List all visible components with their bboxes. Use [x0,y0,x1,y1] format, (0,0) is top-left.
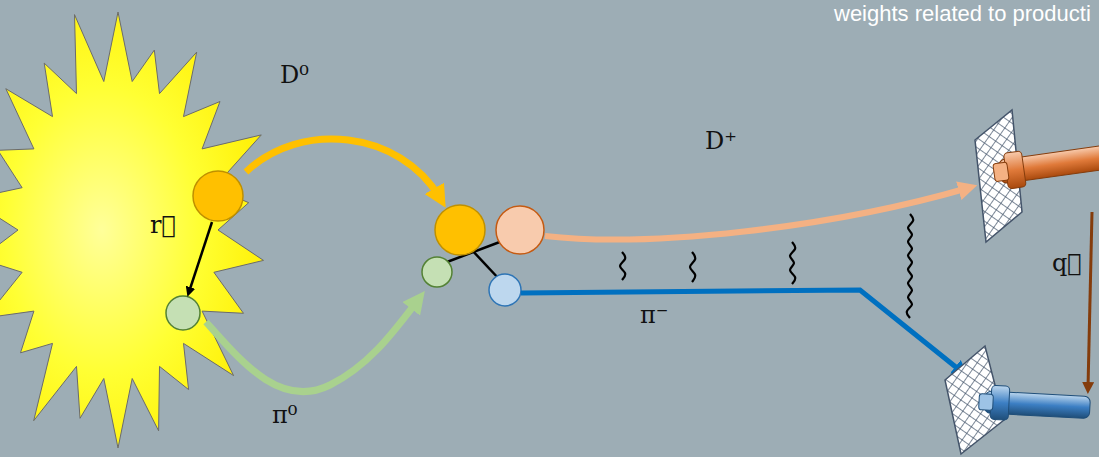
particle-label: π⁰ [272,402,297,428]
vector-label: q⃗ [1052,250,1082,276]
pi0-particle [422,257,452,287]
heading-fragment: weights related to producti [834,2,1091,26]
piminus-particle [489,274,521,306]
d0-path [246,139,440,198]
vector-label: r⃗ [150,212,176,238]
particle-label: π⁻ [640,302,668,328]
collision-burst [0,12,264,448]
exchange-wave [907,214,914,318]
momentum-arrow [1088,212,1092,388]
dplus-particle [496,206,544,254]
particle-label: D⁰ [280,62,309,88]
pi0-particle [166,296,200,330]
exchange-wave [790,242,795,284]
exchange-wave [620,252,625,280]
particle-label: D⁺ [705,128,737,154]
separation-arrow [189,222,212,292]
exchange-wave [690,252,695,282]
pi0-path [206,300,418,392]
detector-tube [978,385,1091,425]
piminus-track [521,290,962,372]
detector-tube [992,138,1099,190]
dplus-track [545,188,968,239]
d0-particle [435,205,485,255]
exchange-line [470,248,500,280]
d0-particle [193,171,243,221]
